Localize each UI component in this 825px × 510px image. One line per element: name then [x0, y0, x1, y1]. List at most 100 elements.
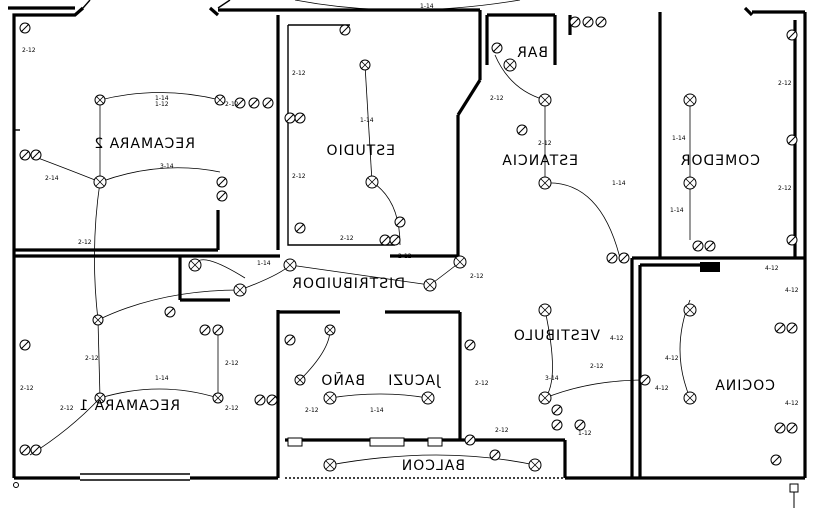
outlet-icon	[786, 29, 798, 41]
room-label-estancia: ESTANCIA	[501, 153, 578, 169]
room-label-bar: BAR	[516, 45, 548, 61]
lamp-icon	[503, 58, 517, 72]
circuit-tag: 2-14	[45, 175, 59, 182]
room-labels: RECAMARA 2 ESTUDIO ESTANCIA COMEDOR DIST…	[78, 45, 775, 474]
outlet-icon	[266, 394, 278, 406]
outlet-icon	[491, 42, 503, 54]
circuit-tag: 2-12	[225, 405, 239, 412]
circuit-tag: 2-12	[340, 235, 354, 242]
outlet-icon	[489, 449, 501, 461]
lamp-icon	[365, 175, 379, 189]
room-label-distribuidor: DISTRIBUIDOR	[291, 276, 405, 292]
lamp-icon	[323, 391, 337, 405]
circuit-tag: 4-12	[785, 287, 799, 294]
lamp-icon	[94, 94, 106, 106]
room-label-comedor: COMEDOR	[680, 153, 760, 169]
circuit-tag: 1-12	[155, 101, 169, 108]
outlet-icon	[606, 252, 618, 264]
outlet-icon	[786, 134, 798, 146]
outlet-icon	[582, 16, 594, 28]
circuit-tag: 2-12	[475, 380, 489, 387]
outlet-icon	[618, 252, 630, 264]
outlet-icon	[774, 422, 786, 434]
outlet-icon	[284, 112, 296, 124]
outlet-icon	[164, 306, 176, 318]
outlet-icon	[30, 444, 42, 456]
circuit-tag: 2-12	[305, 407, 319, 414]
lamp-icon	[538, 93, 552, 107]
circuit-tag: 2-12	[85, 355, 99, 362]
outlet-icon	[551, 419, 563, 431]
circuit-tag: 2-12	[225, 360, 239, 367]
outlet-icon	[284, 334, 296, 346]
outlet-icon	[692, 240, 704, 252]
lamp-icon	[92, 314, 104, 326]
lamp-icon	[423, 278, 437, 292]
circuit-tag: 2-12	[22, 47, 36, 54]
outlet-icon	[248, 97, 260, 109]
room-label-cocina: COCINA	[714, 378, 775, 394]
lamp-icon	[683, 391, 697, 405]
outlet-icon	[389, 234, 401, 246]
outlet-icon	[786, 422, 798, 434]
lamp-icon	[324, 324, 336, 336]
outlet-icon	[464, 339, 476, 351]
lamp-icon	[538, 176, 552, 190]
walls	[8, 6, 807, 480]
circuit-tag: 2-12	[495, 427, 509, 434]
lamp-icon	[538, 391, 552, 405]
room-label-jacuzi: JACUZI	[387, 373, 441, 389]
outlet-icon	[569, 16, 581, 28]
outlet-icon	[786, 234, 798, 246]
outlet-icon	[19, 444, 31, 456]
circuit-tag: 2-12	[398, 253, 412, 260]
outlet-icon	[30, 149, 42, 161]
outlet-icon	[212, 324, 224, 336]
outlet-icon	[786, 322, 798, 334]
circuit-tag: 1-12	[578, 430, 592, 437]
outlet-icon	[262, 97, 274, 109]
outlet-icon	[234, 97, 246, 109]
room-label-recamara1: RECAMARA 1	[78, 398, 180, 414]
room-label-balcon: BALCON	[401, 458, 465, 474]
windows	[14, 0, 443, 481]
lamp-icon	[93, 175, 107, 189]
circuit-tag: 1-14	[155, 95, 169, 102]
circuit-tag: 1-14	[670, 207, 684, 214]
circuit-tag: 4-12	[655, 385, 669, 392]
outlet-icon	[216, 190, 228, 202]
outlet-icon	[551, 404, 563, 416]
outlet-icon	[394, 216, 406, 228]
outlet-icon	[339, 24, 351, 36]
circuit-tag: 1-14	[155, 375, 169, 382]
outlet-icon	[639, 374, 651, 386]
outlet-icon	[379, 234, 391, 246]
receptacles	[19, 16, 798, 466]
lamp-icon	[214, 94, 226, 106]
lamp-icon	[212, 392, 224, 404]
lamp-icon	[453, 255, 467, 269]
lamp-icon	[421, 391, 435, 405]
lamp-icon	[323, 458, 337, 472]
outlet-icon	[574, 419, 586, 431]
outlet-icon	[19, 149, 31, 161]
circuit-tag: 2-12	[292, 70, 306, 77]
circuit-tag: 1-14	[420, 3, 434, 10]
circuit-tag: 3-14	[160, 163, 174, 170]
circuit-tag: 1-14	[370, 407, 384, 414]
circuit-tag: 1-14	[360, 117, 374, 124]
lamp-icon	[683, 176, 697, 190]
outlet-icon	[774, 322, 786, 334]
circuit-tag: 1-14	[672, 135, 686, 142]
circuit-tag: 4-12	[765, 265, 779, 272]
outlet-icon	[199, 324, 211, 336]
room-label-estudio: ESTUDIO	[326, 143, 395, 159]
lamp-icon	[528, 458, 542, 472]
outlet-icon	[19, 339, 31, 351]
lamp-icon	[683, 93, 697, 107]
wiring	[29, 0, 691, 466]
outlet-icon	[294, 112, 306, 124]
outlet-icon	[516, 124, 528, 136]
lamps	[92, 58, 697, 472]
